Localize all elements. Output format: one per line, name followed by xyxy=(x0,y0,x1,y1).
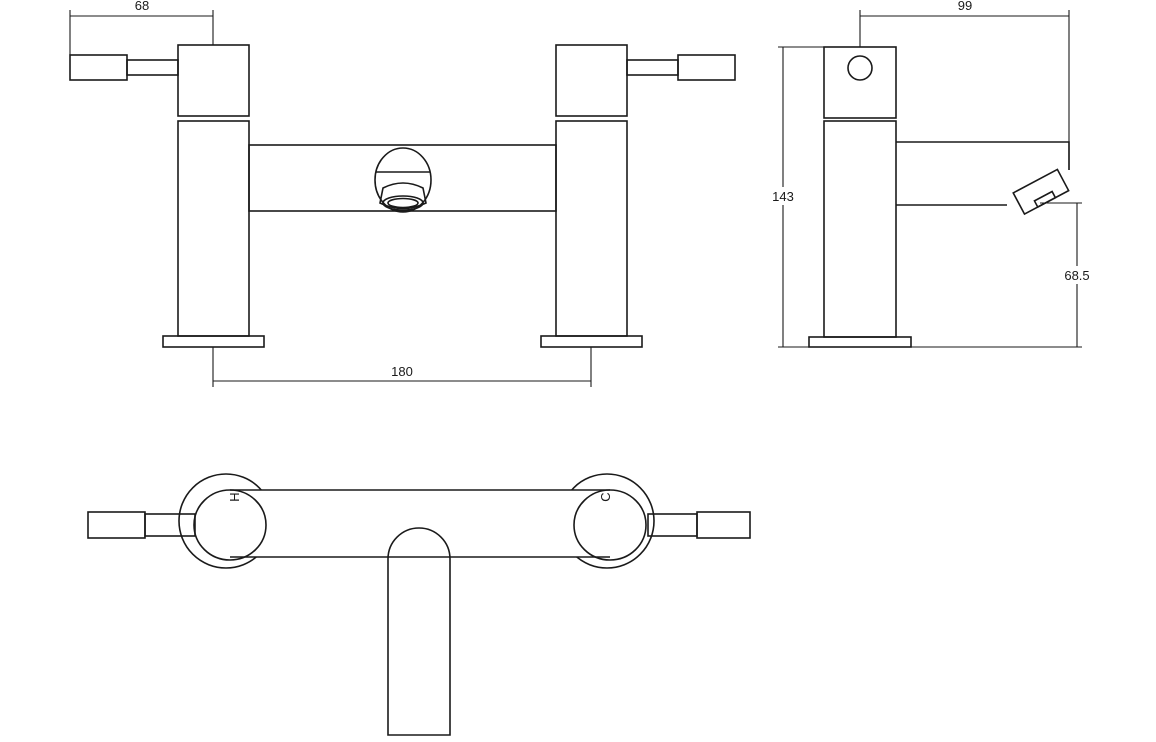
dimension-143: 143 xyxy=(772,46,1082,348)
right-handle-grip xyxy=(677,54,736,81)
hot-tap-head xyxy=(193,489,267,561)
cold-handle-rod xyxy=(647,513,698,537)
dimension-label: 68.5 xyxy=(1064,268,1089,283)
cold-handle-grip xyxy=(696,511,751,539)
left-tap xyxy=(69,44,265,348)
right-base-plate xyxy=(540,335,643,348)
cold-label: C xyxy=(598,492,613,501)
side-tap-body xyxy=(823,120,897,338)
side-base-plate xyxy=(808,336,912,348)
left-handle-grip xyxy=(69,54,128,81)
front-view: 68 180 xyxy=(69,0,736,387)
spout-top xyxy=(387,527,451,736)
right-tap-body xyxy=(555,120,628,337)
hot-handle-rod xyxy=(144,513,196,537)
dimension-68-5: 68.5 xyxy=(1040,202,1090,347)
right-tap xyxy=(540,44,736,348)
bridge xyxy=(248,144,557,212)
left-base-plate xyxy=(162,335,265,348)
left-tap-body xyxy=(177,120,250,337)
dimension-label: 99 xyxy=(958,0,972,13)
top-view: H C xyxy=(87,473,751,736)
cold-tap-head xyxy=(573,489,647,561)
right-handle-rod xyxy=(626,59,679,76)
side-nozzle xyxy=(1012,168,1070,216)
handle-spindle xyxy=(847,55,873,81)
spout-front xyxy=(374,147,432,213)
left-tap-head xyxy=(177,44,250,117)
dimension-68: 68 xyxy=(69,0,214,55)
hot-label: H xyxy=(227,492,242,501)
hot-handle-grip xyxy=(87,511,146,539)
side-tap-head xyxy=(823,46,897,119)
side-view: 99 143 68.5 xyxy=(772,0,1090,348)
dimension-180: 180 xyxy=(212,347,592,387)
dimension-label: 68 xyxy=(135,0,149,13)
dimension-99: 99 xyxy=(859,0,1070,170)
left-handle-rod xyxy=(126,59,179,76)
dimension-label: 180 xyxy=(391,364,413,379)
right-tap-head xyxy=(555,44,628,117)
dimension-label: 143 xyxy=(772,189,794,204)
